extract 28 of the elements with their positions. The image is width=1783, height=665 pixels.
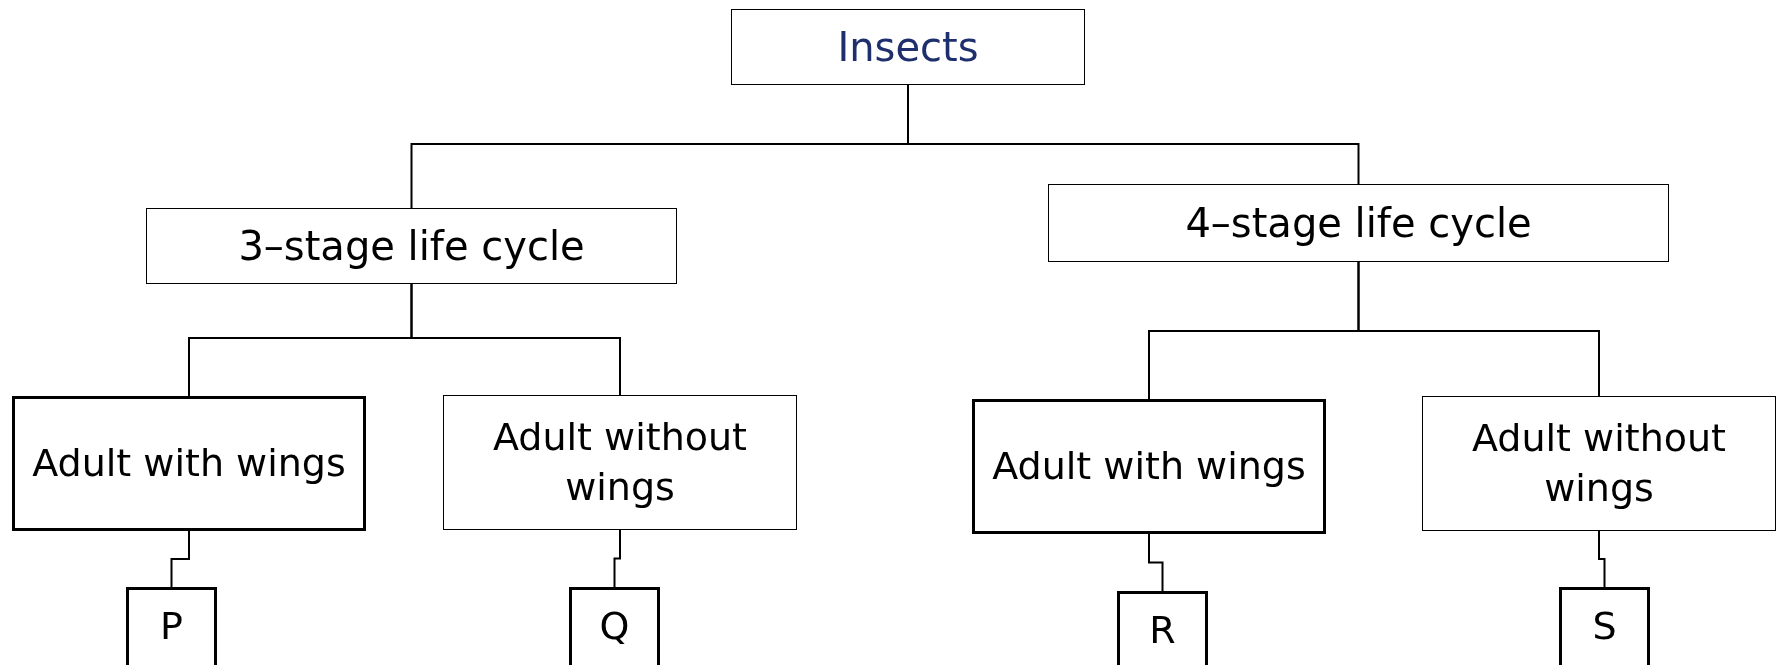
category-box bbox=[1422, 396, 1776, 531]
node-label: S bbox=[1592, 603, 1617, 650]
letter-box bbox=[569, 587, 660, 665]
node-label: Insects bbox=[837, 23, 979, 72]
letter-box bbox=[1559, 587, 1650, 665]
connector-line bbox=[1598, 530, 1606, 588]
connector-line bbox=[1148, 533, 1164, 592]
connector-line bbox=[613, 529, 621, 588]
connector-line bbox=[410, 283, 621, 396]
category-box bbox=[443, 395, 797, 530]
node-label: Q bbox=[599, 603, 630, 650]
connector-line bbox=[170, 530, 190, 588]
category-box bbox=[12, 396, 366, 531]
letter-box bbox=[126, 587, 217, 665]
letter-box bbox=[1117, 591, 1208, 665]
category-box bbox=[146, 208, 677, 284]
node-label: Adult without wings bbox=[492, 414, 748, 511]
node-label: 3–stage life cycle bbox=[238, 222, 585, 271]
node-label: P bbox=[160, 603, 183, 650]
node-label: Adult with wings bbox=[32, 439, 346, 487]
category-box bbox=[972, 399, 1326, 534]
node-label: R bbox=[1149, 607, 1176, 654]
node-label: Adult with wings bbox=[992, 442, 1306, 490]
connector-line bbox=[1357, 261, 1600, 397]
category-box bbox=[731, 9, 1085, 85]
node-label: 4–stage life cycle bbox=[1185, 199, 1532, 248]
category-box bbox=[1048, 184, 1669, 262]
node-label: Adult without wings bbox=[1471, 415, 1727, 512]
